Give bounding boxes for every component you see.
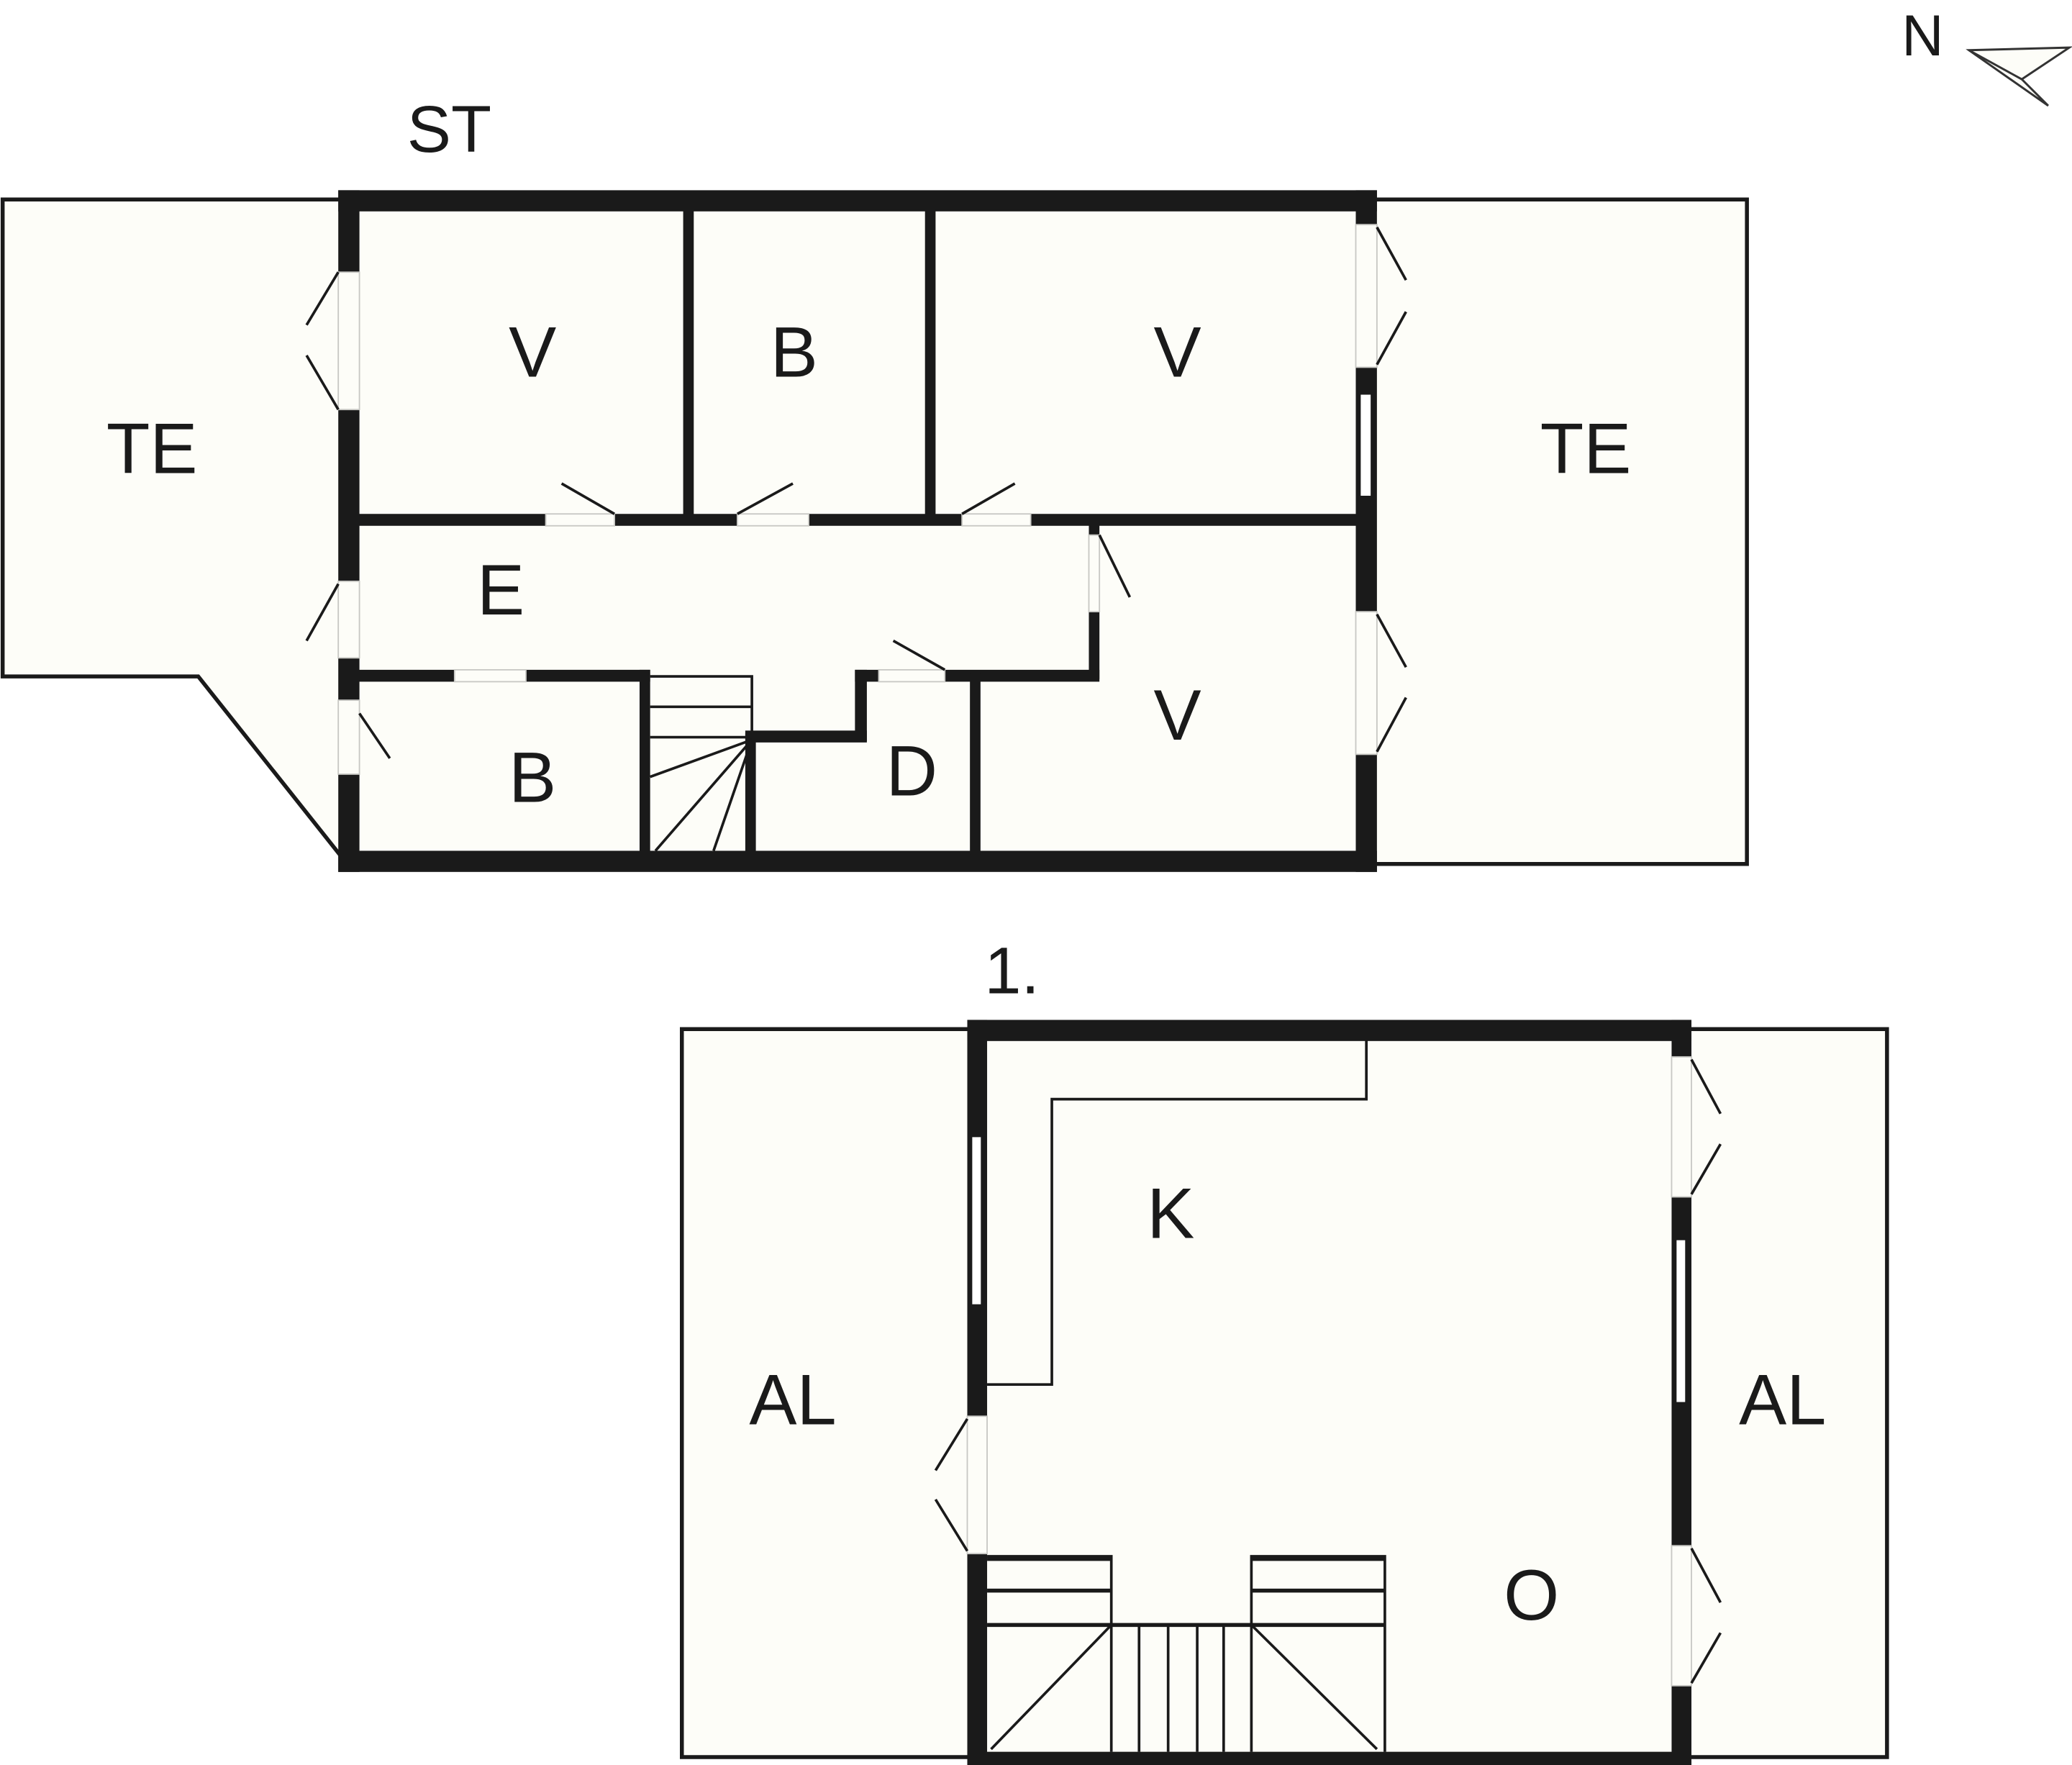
- wall-storage-east: [970, 673, 981, 855]
- wall-south: [338, 850, 1377, 872]
- window: [1674, 1238, 1688, 1405]
- room-label: B: [771, 312, 818, 392]
- door-opening: [1088, 534, 1101, 613]
- room-label: AL: [749, 1360, 836, 1440]
- door-swing: [305, 354, 340, 411]
- terrace-east-area: [1368, 199, 1748, 864]
- room-label: V: [509, 312, 556, 392]
- door-swing: [961, 482, 1016, 515]
- wall-west: [967, 1020, 988, 1765]
- door-swing: [305, 271, 340, 326]
- wall-corridor-north: [348, 514, 1367, 526]
- room-label: K: [1147, 1174, 1194, 1253]
- door-swing: [1376, 697, 1407, 753]
- wall-storage-step: [745, 730, 867, 743]
- floor-label-ground: ST: [407, 93, 491, 166]
- door-swing: [1376, 226, 1407, 281]
- wall-north: [967, 1020, 1692, 1041]
- room-label: TE: [1540, 409, 1632, 489]
- door-swing: [1690, 1143, 1722, 1195]
- door-swing: [1376, 613, 1407, 668]
- room-label: TE: [106, 409, 198, 489]
- window: [970, 1135, 983, 1307]
- double-door-opening: [337, 271, 360, 411]
- double-door-opening: [966, 1415, 988, 1555]
- window: [1358, 392, 1373, 498]
- staircase: [987, 1555, 1386, 1752]
- wall-stair-east: [745, 733, 756, 855]
- compass: N: [1901, 4, 2072, 107]
- double-door-opening: [1671, 1545, 1692, 1687]
- door-swing: [1690, 1548, 1722, 1604]
- door-swing: [560, 482, 615, 515]
- door-opening: [337, 580, 360, 659]
- room-label: O: [1504, 1556, 1559, 1635]
- door-swing: [1690, 1058, 1722, 1115]
- north-arrow-icon: [1966, 46, 2072, 107]
- balcony-west-area: [681, 1029, 976, 1757]
- door-opening: [736, 513, 809, 527]
- double-door-opening: [1671, 1056, 1692, 1198]
- door-swing: [1690, 1632, 1722, 1684]
- door-swing: [358, 712, 391, 759]
- compass-label: N: [1901, 4, 1943, 68]
- door-swing: [737, 482, 794, 515]
- door-opening: [545, 513, 615, 527]
- wall-south: [967, 1751, 1692, 1765]
- door-opening: [337, 699, 360, 775]
- floor-label-first: 1.: [984, 935, 1040, 1008]
- door-swing: [1376, 311, 1407, 366]
- room-label: V: [1153, 312, 1201, 392]
- door-swing: [305, 583, 340, 642]
- house-ground-interior: [348, 199, 1372, 867]
- wall-v-b: [683, 206, 694, 524]
- double-door-opening: [1355, 224, 1378, 368]
- door-swing: [934, 1498, 969, 1552]
- door-swing: [1098, 534, 1132, 598]
- wall-b-v: [924, 206, 936, 524]
- staircase: [650, 675, 753, 852]
- wall-north: [338, 190, 1377, 212]
- room-label: V: [1153, 676, 1201, 756]
- house-first-interior: [978, 1030, 1684, 1760]
- door-opening: [453, 668, 527, 683]
- room-label: AL: [1739, 1360, 1826, 1440]
- wall-bath-east: [639, 669, 650, 855]
- double-door-opening: [1355, 611, 1378, 756]
- door-opening: [961, 513, 1032, 527]
- room-label: B: [509, 738, 556, 818]
- wall-storage-step-v: [855, 669, 867, 742]
- kitchen-counter: [987, 1020, 1368, 1387]
- ground-floor: ST: [0, 93, 1749, 872]
- door-opening: [878, 668, 946, 683]
- balcony-east-area: [1681, 1029, 1887, 1757]
- door-swing: [892, 639, 946, 671]
- terrace-west-area: [2, 199, 347, 862]
- room-label: D: [886, 731, 938, 811]
- room-label: E: [477, 550, 524, 630]
- first-floor: 1.: [680, 935, 1889, 1765]
- door-swing: [934, 1417, 969, 1471]
